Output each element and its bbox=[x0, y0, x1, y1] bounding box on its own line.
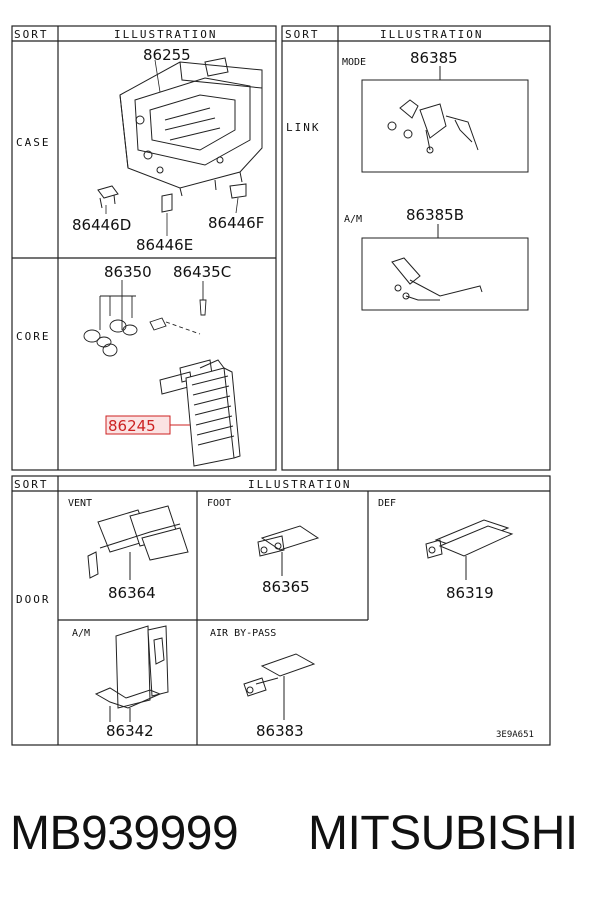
header-sort-1: SORT bbox=[14, 28, 49, 41]
part-86446e: 86446E bbox=[136, 236, 193, 254]
header-illustration-2: ILLUSTRATION bbox=[380, 28, 483, 41]
clip-illustrations bbox=[97, 183, 247, 213]
part-86319: 86319 bbox=[446, 584, 494, 602]
sort-link: LINK bbox=[286, 121, 321, 134]
part-86255: 86255 bbox=[143, 46, 191, 64]
part-86342: 86342 bbox=[106, 722, 154, 740]
header-sort-2: SORT bbox=[285, 28, 320, 41]
label-def: DEF bbox=[378, 498, 396, 509]
label-foot: FOOT bbox=[207, 498, 231, 509]
mode-link-illustration bbox=[361, 66, 529, 173]
vent-door-illustration bbox=[87, 505, 189, 580]
part-86385: 86385 bbox=[410, 49, 458, 67]
am-link-illustration bbox=[361, 224, 529, 311]
am-door-illustration bbox=[94, 625, 169, 722]
footer: MB939999 MITSUBISHI bbox=[10, 806, 590, 876]
sort-case: CASE bbox=[16, 136, 51, 149]
part-86385b: 86385B bbox=[406, 206, 464, 224]
part-86364: 86364 bbox=[108, 584, 156, 602]
sort-door: DOOR bbox=[16, 593, 51, 606]
heater-core-illustration bbox=[159, 359, 241, 467]
label-am-door: A/M bbox=[72, 628, 90, 639]
foot-door-illustration bbox=[257, 525, 320, 576]
label-air-bypass: AIR BY-PASS bbox=[210, 628, 276, 639]
header-illustration-1: ILLUSTRATION bbox=[114, 28, 217, 41]
label-mode: MODE bbox=[342, 57, 366, 68]
label-vent: VENT bbox=[68, 498, 92, 509]
part-86446d: 86446D bbox=[72, 216, 131, 234]
part-86446f: 86446F bbox=[208, 214, 264, 232]
header-illustration-3: ILLUSTRATION bbox=[248, 478, 351, 491]
part-86435c: 86435C bbox=[173, 263, 231, 281]
sort-core: CORE bbox=[16, 330, 51, 343]
table-door-frame bbox=[11, 475, 551, 746]
table-case-core-frame bbox=[11, 25, 277, 471]
part-86383: 86383 bbox=[256, 722, 304, 740]
table-link-frame bbox=[281, 25, 551, 471]
part-86365: 86365 bbox=[262, 578, 310, 596]
part-number: MB939999 bbox=[10, 807, 239, 860]
bypass-door-illustration bbox=[243, 653, 316, 720]
def-door-illustration bbox=[425, 519, 514, 580]
brand-name: MITSUBISHI bbox=[308, 807, 578, 860]
figure-code: 3E9A651 bbox=[496, 730, 534, 740]
part-86245: 86245 bbox=[108, 417, 156, 435]
heater-case-illustration bbox=[119, 57, 263, 197]
parts-diagram: SORT ILLUSTRATION SORT ILLUSTRATION SORT… bbox=[11, 25, 551, 746]
header-sort-3: SORT bbox=[14, 478, 49, 491]
label-am-link: A/M bbox=[344, 214, 362, 225]
grommet-and-screw-illustration bbox=[83, 280, 207, 357]
part-86350: 86350 bbox=[104, 263, 152, 281]
